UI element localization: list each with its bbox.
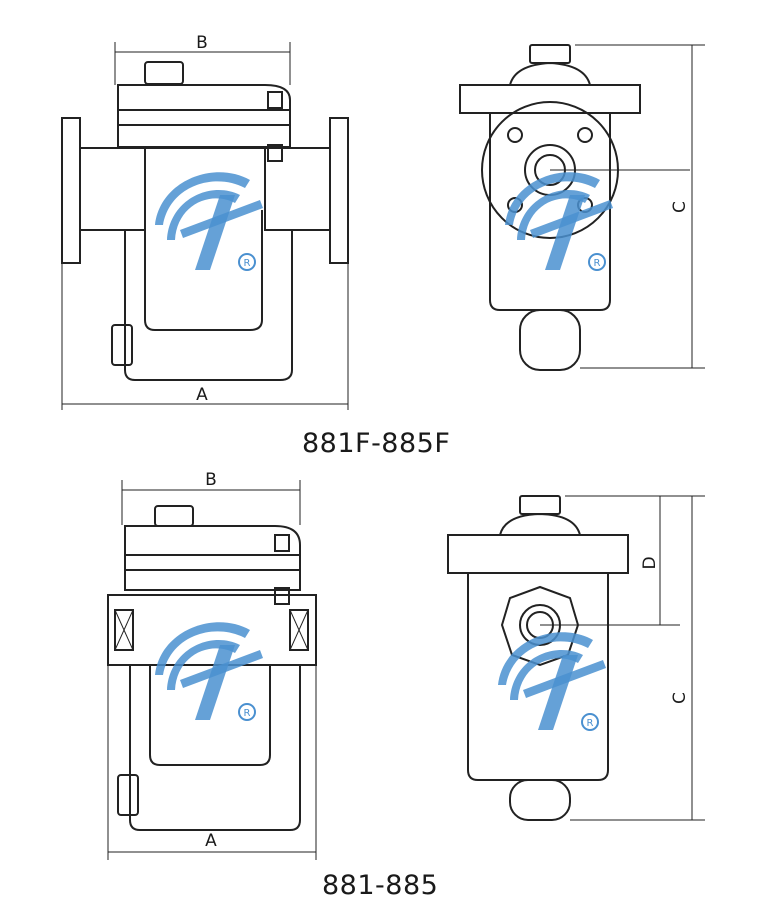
threaded-front-view [107,480,317,860]
dim-label-a: A [196,385,208,405]
caption-threaded-model: 881-885 [322,870,439,901]
dim-label-c: C [670,201,690,213]
dim-label-d: D [640,556,660,569]
caption-flanged-model: 881F-885F [302,428,451,459]
dim-label-b: B [205,470,217,490]
flanged-front-view [61,42,349,410]
watermark-logo-icon [154,171,264,271]
watermark-logo-icon [497,631,607,731]
dim-label-a: A [205,831,217,851]
dim-label-b: B [196,33,208,53]
watermark-logo-icon [504,171,614,271]
flanged-side-view [459,44,705,371]
threaded-side-view [447,495,705,821]
dim-label-c: C [670,692,690,704]
watermark-logo-icon [154,621,264,721]
